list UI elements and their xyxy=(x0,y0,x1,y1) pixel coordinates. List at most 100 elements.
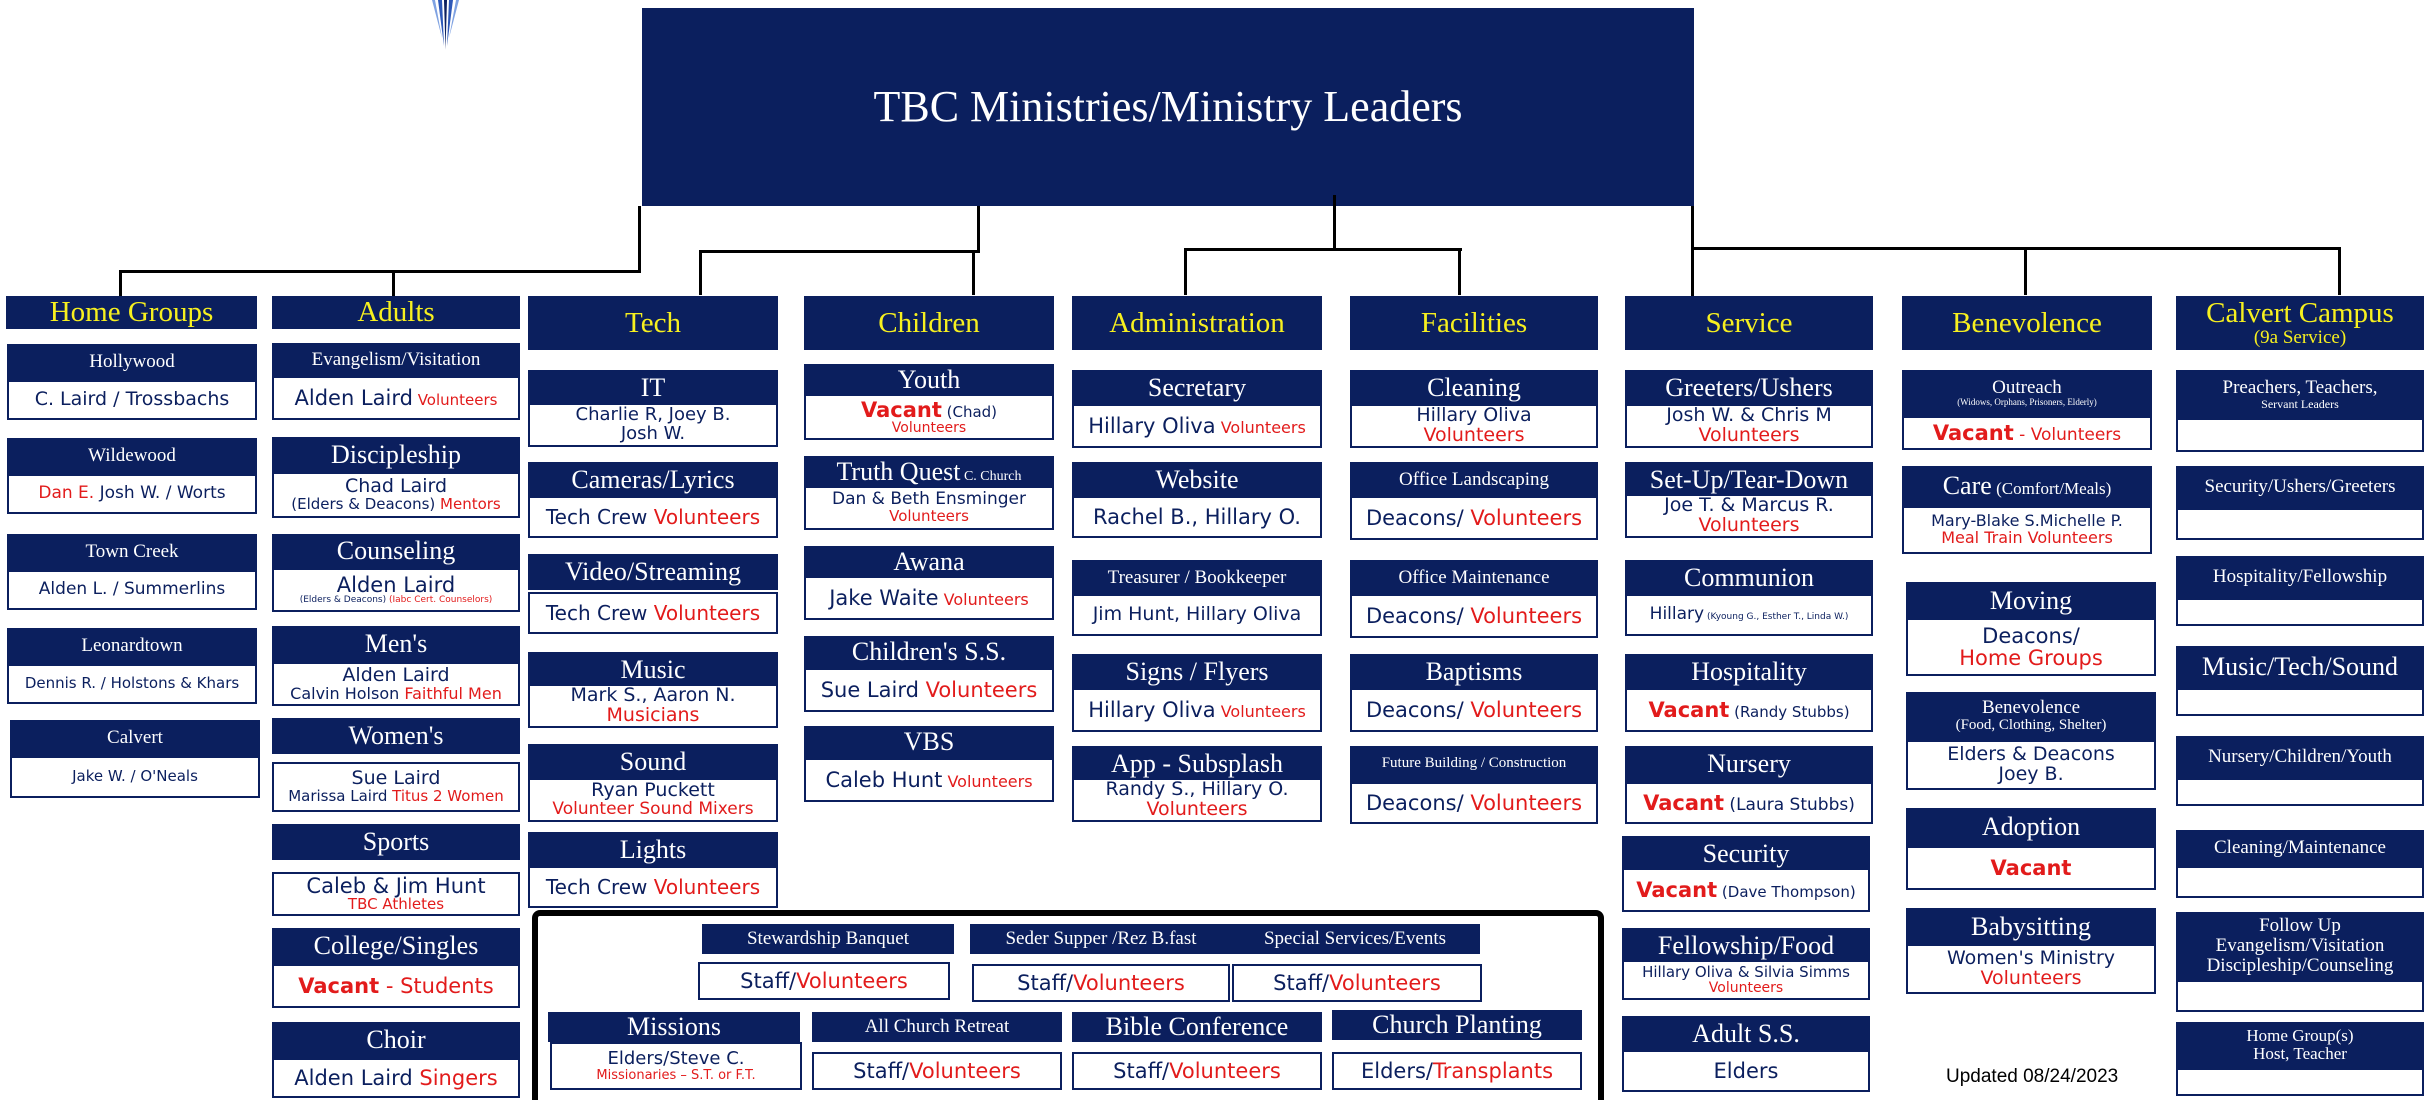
ministry-cleaning: Cleaning xyxy=(1350,370,1598,406)
campus-role: Home Group(s)Host, Teacher xyxy=(2176,1022,2424,1068)
ministry-it: IT xyxy=(528,370,778,406)
ministry-leader: Caleb & Jim Hunt TBC Athletes xyxy=(272,872,520,916)
event-leader: Staff/Volunteers xyxy=(812,1052,1062,1090)
ministry-leader: Caleb Hunt Volunteers xyxy=(804,758,1054,802)
ministry-moving: Moving xyxy=(1906,582,2156,620)
ministry-leader: Deacons/ Volunteers xyxy=(1350,688,1598,732)
category-facilities: Facilities xyxy=(1350,296,1598,350)
home-group-leaders: Alden L. / Summerlins xyxy=(7,570,257,610)
ministry-leader: Vacant xyxy=(1906,846,2156,890)
event-seder-supper: Seder Supper /Rez B.fast xyxy=(970,924,1232,954)
ministry-discipleship: Discipleship xyxy=(272,437,520,472)
church-logo-icon xyxy=(432,0,459,50)
ministry-leader: Mark S., Aaron N.Musicians xyxy=(528,684,778,728)
ministry-baptisms: Baptisms xyxy=(1350,654,1598,690)
ministry-cameras: Cameras/Lyrics xyxy=(528,462,778,498)
ministry-video: Video/Streaming xyxy=(528,554,778,590)
ministry-benevolence: Benevolence(Food, Clothing, Shelter) xyxy=(1906,692,2156,740)
campus-role-slot xyxy=(2176,1068,2424,1096)
ministry-leader: Tech Crew Volunteers xyxy=(528,496,778,538)
ministry-adult-ss: Adult S.S. xyxy=(1622,1016,1870,1052)
ministry-setup: Set-Up/Tear-Down xyxy=(1625,462,1873,498)
ministry-communion: Communion xyxy=(1625,560,1873,596)
campus-role-slot xyxy=(2176,508,2424,540)
ministry-leader: Sue Laird Volunteers xyxy=(804,668,1054,712)
campus-role: Music/Tech/Sound xyxy=(2176,646,2424,688)
campus-role-slot xyxy=(2176,598,2424,626)
ministry-leader: Deacons/ Volunteers xyxy=(1350,496,1598,540)
ministry-security: Security xyxy=(1622,836,1870,872)
ministry-future-building: Future Building / Construction xyxy=(1350,746,1598,782)
ministry-college: College/Singles xyxy=(272,928,520,964)
ministry-leader: Vacant (Laura Stubbs) xyxy=(1625,782,1873,824)
ministry-leader: Charlie R, Joey B.Josh W. xyxy=(528,403,778,447)
campus-role: Preachers, Teachers,Servant Leaders xyxy=(2176,370,2424,418)
ministry-leader: Hillary Oliva Volunteers xyxy=(1072,404,1322,448)
ministry-leader: Randy S., Hillary O.Volunteers xyxy=(1072,778,1322,822)
ministry-landscaping: Office Landscaping xyxy=(1350,462,1598,498)
ministry-nursery: Nursery xyxy=(1625,746,1873,782)
event-leader: Staff/Volunteers xyxy=(1232,964,1482,1002)
ministry-leader: Mary-Blake S.Michelle P.Meal Train Volun… xyxy=(1902,506,2152,554)
category-administration: Administration xyxy=(1072,296,1322,350)
ministry-leader: Elders xyxy=(1622,1050,1870,1092)
ministry-outreach: Outreach(Widows, Orphans, Prisoners, Eld… xyxy=(1902,370,2152,416)
events-group-box xyxy=(532,910,1604,1100)
home-group-name: Wildewood xyxy=(7,438,257,474)
category-children: Children xyxy=(804,296,1054,350)
ministry-leader: Vacant (Dave Thompson) xyxy=(1622,868,1870,912)
event-leader: Staff/Volunteers xyxy=(698,962,950,1000)
category-benevolence: Benevolence xyxy=(1902,296,2152,350)
ministry-leader: Vacant - Volunteers xyxy=(1902,416,2152,450)
ministry-counseling: Counseling xyxy=(272,534,520,568)
campus-role-slot xyxy=(2176,688,2424,716)
event-bible-conference: Bible Conference xyxy=(1072,1012,1322,1042)
ministry-adoption: Adoption xyxy=(1906,808,2156,846)
ministry-leader: Hillary Oliva Volunteers xyxy=(1072,688,1322,732)
campus-role-slot xyxy=(2176,866,2424,898)
home-group-name: Hollywood xyxy=(7,344,257,380)
ministry-leader: Alden Laird Singers xyxy=(272,1058,520,1098)
event-special-services: Special Services/Events xyxy=(1230,924,1480,954)
ministry-leader: Rachel B., Hillary O. xyxy=(1072,496,1322,538)
title-banner: TBC Ministries/Ministry Leaders xyxy=(642,8,1694,206)
home-group-leaders: Jake W. / O'Neals xyxy=(10,756,260,798)
campus-role: Security/Ushers/Greeters xyxy=(2176,466,2424,508)
ministry-leader: Alden Laird Calvin Holson Faithful Men xyxy=(272,662,520,706)
category-adults: Adults xyxy=(272,296,520,329)
ministry-office-maintenance: Office Maintenance xyxy=(1350,560,1598,596)
ministry-leader: Sue Laird Marissa Laird Titus 2 Women xyxy=(272,762,520,812)
ministry-truth-quest: Truth Quest C. Church xyxy=(804,456,1054,488)
ministry-womens: Women's xyxy=(272,718,520,754)
ministry-babysitting: Babysitting xyxy=(1906,908,2156,946)
event-stewardship-banquet: Stewardship Banquet xyxy=(702,924,954,954)
category-calvert-campus: Calvert Campus(9a Service) xyxy=(2176,296,2424,350)
ministry-vbs: VBS xyxy=(804,726,1054,758)
ministry-awana: Awana xyxy=(804,546,1054,578)
category-home-groups: Home Groups xyxy=(6,296,257,329)
campus-role: Cleaning/Maintenance xyxy=(2176,830,2424,866)
ministry-secretary: Secretary xyxy=(1072,370,1322,406)
campus-role-slot xyxy=(2176,778,2424,806)
ministry-hospitality: Hospitality xyxy=(1625,654,1873,690)
ministry-leader: Deacons/ Volunteers xyxy=(1350,594,1598,638)
event-church-planting: Church Planting xyxy=(1332,1010,1582,1040)
home-group-name: Town Creek xyxy=(7,534,257,570)
ministry-evangelism: Evangelism/Visitation xyxy=(272,343,520,376)
home-group-leaders: C. Laird / Trossbachs xyxy=(7,380,257,420)
ministry-signs: Signs / Flyers xyxy=(1072,654,1322,690)
ministry-leader: Deacons/Home Groups xyxy=(1906,618,2156,676)
ministry-care: Care (Comfort/Meals) xyxy=(1902,466,2152,506)
ministry-app: App - Subsplash xyxy=(1072,746,1322,782)
ministry-leader: Chad Laird (Elders & Deacons) Mentors xyxy=(272,472,520,518)
ministry-leader: Vacant (Randy Stubbs) xyxy=(1625,688,1873,732)
updated-date: Updated 08/24/2023 xyxy=(1946,1066,2119,1087)
home-group-leaders: Dennis R. / Holstons & Khars xyxy=(7,664,257,704)
home-group-name: Leonardtown xyxy=(7,628,257,664)
campus-role-slot xyxy=(2176,980,2424,1012)
